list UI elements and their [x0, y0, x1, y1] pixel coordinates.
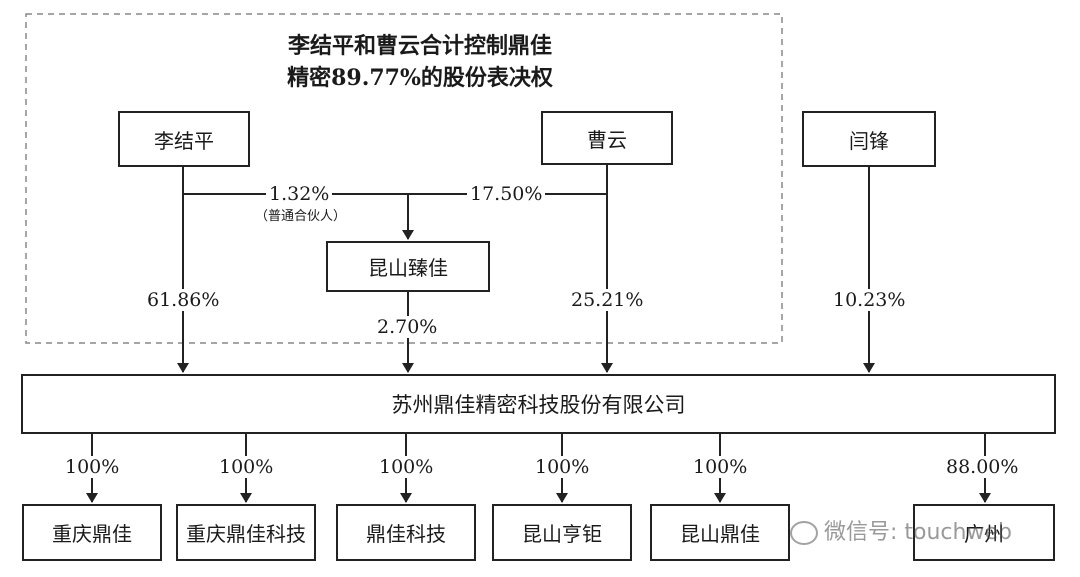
label-yan-to-company: 10.23%	[830, 289, 909, 311]
label-sub-6-percent: 88.00%	[943, 456, 1022, 478]
label-li-to-kszj: 1.32%	[266, 183, 333, 205]
node-sub-chongqing-dingjia-tech: 重庆鼎佳科技	[176, 504, 316, 561]
label-general-partner: （普通合伙人）	[252, 206, 350, 228]
node-li-jieping: 李结平	[118, 111, 250, 167]
control-group-title-line1: 李结平和曹云合计控制鼎佳	[287, 33, 552, 59]
control-group-title-line2: 精密89.77%的股份表决权	[287, 65, 553, 91]
label-sub-3-percent: 100%	[376, 456, 437, 478]
node-sub-kunshan-hengju: 昆山亨钜	[492, 504, 632, 561]
label-cao-to-company: 25.21%	[568, 289, 647, 311]
label-li-to-company: 61.86%	[144, 289, 223, 311]
node-yan-feng: 闫锋	[802, 111, 936, 167]
node-kunshan-zhenjia: 昆山臻佳	[326, 241, 490, 292]
node-sub-guangzhou: 广州	[913, 504, 1055, 561]
wechat-icon	[790, 521, 818, 545]
label-kszj-to-company: 2.70%	[374, 316, 441, 338]
control-group-boundary	[25, 13, 783, 344]
node-sub-dingjia-tech: 鼎佳科技	[336, 504, 476, 561]
node-sub-kunshan-dingjia: 昆山鼎佳	[650, 504, 790, 561]
node-sub-chongqing-dingjia: 重庆鼎佳	[22, 504, 162, 561]
label-sub-2-percent: 100%	[216, 456, 277, 478]
label-sub-1-percent: 100%	[62, 456, 123, 478]
watermark-text: 微信号: touchweb	[824, 520, 1012, 545]
label-cao-to-kszj: 17.50%	[467, 183, 546, 205]
control-group-title: 李结平和曹云合计控制鼎佳 精密89.77%的股份表决权	[200, 30, 640, 94]
label-sub-4-percent: 100%	[532, 456, 593, 478]
watermark: 微信号: touchweb	[790, 514, 1012, 546]
node-cao-yun: 曹云	[541, 111, 673, 165]
node-suzhou-dingjia: 苏州鼎佳精密科技股份有限公司	[21, 374, 1056, 434]
label-sub-5-percent: 100%	[690, 456, 751, 478]
